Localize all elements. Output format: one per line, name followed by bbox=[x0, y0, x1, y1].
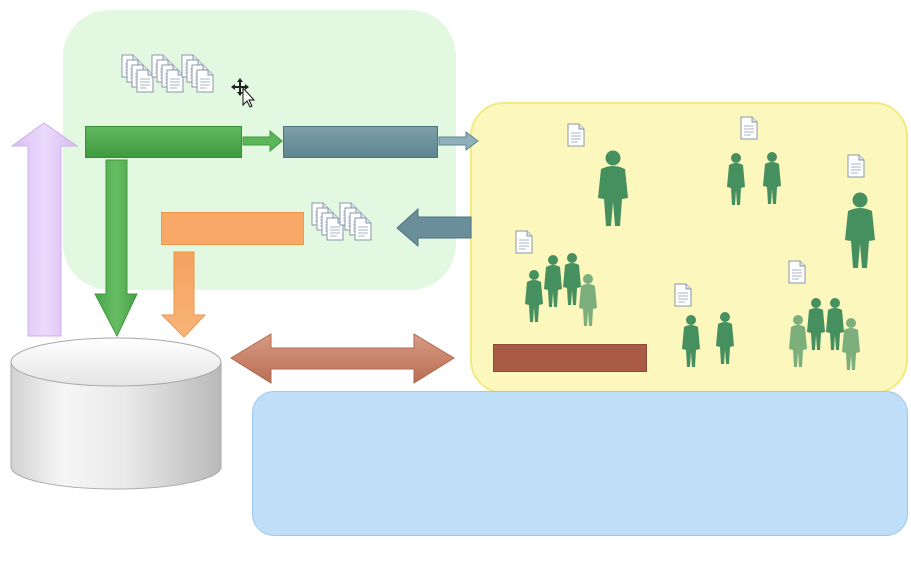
document-stack-icon bbox=[122, 55, 213, 92]
cursor-move-icon bbox=[231, 78, 256, 108]
green-down-arrow bbox=[94, 159, 138, 338]
green-right-arrow bbox=[242, 129, 283, 153]
people-icon bbox=[682, 312, 734, 367]
slate-right-arrow bbox=[438, 131, 479, 151]
green-bar bbox=[85, 126, 242, 158]
database-cylinder bbox=[10, 337, 222, 490]
people-icon bbox=[525, 253, 597, 326]
slate-bar bbox=[283, 126, 438, 158]
orange-bar bbox=[161, 212, 304, 245]
document-stack-icon bbox=[312, 203, 371, 240]
brown-bar bbox=[493, 344, 647, 372]
purple-up-arrow bbox=[10, 122, 79, 337]
people-icon bbox=[727, 152, 781, 205]
person-icon bbox=[598, 150, 628, 226]
slate-left-arrow bbox=[396, 207, 472, 248]
brown-double-arrow bbox=[230, 333, 455, 384]
person-icon bbox=[845, 192, 875, 268]
orange-down-arrow bbox=[160, 251, 207, 338]
people-icon bbox=[789, 298, 860, 370]
blue-region bbox=[252, 391, 908, 536]
